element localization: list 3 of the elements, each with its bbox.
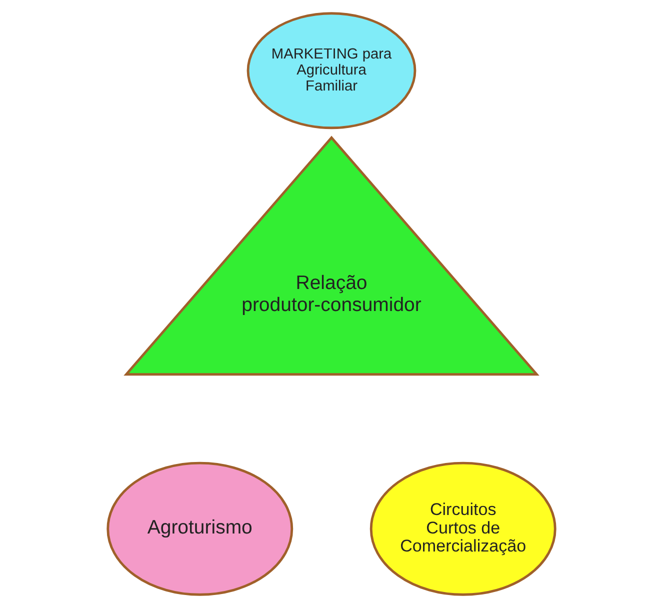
node-ellipse: MARKETING para Agricultura Familiar xyxy=(246,12,416,130)
node-ellipse: Agroturismo xyxy=(106,462,293,596)
node-ellipse: Circuitos Curtos de Comercialização xyxy=(369,462,556,596)
